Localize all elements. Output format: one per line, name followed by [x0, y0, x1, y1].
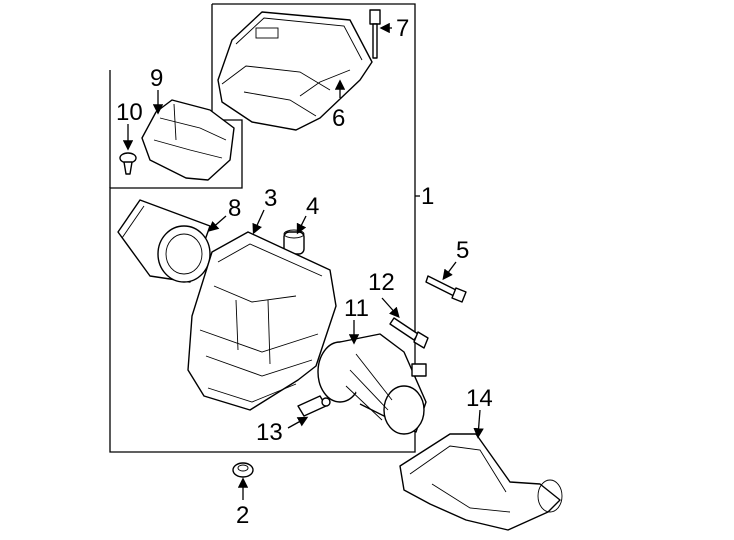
- air-filter-element: [117, 199, 211, 283]
- callout-7: 7: [396, 15, 409, 42]
- grommet-2: [232, 462, 254, 478]
- callout-2: 2: [236, 502, 249, 529]
- callout-14: 14: [466, 385, 493, 412]
- leader-lines: [122, 22, 484, 500]
- callout-labels: 1 2 3 4 5 6 7 8 9 10 11 12 13 14: [116, 15, 493, 529]
- resonator-duct-14: [399, 433, 563, 531]
- bolt-5: [425, 275, 467, 303]
- sensor-13: [297, 395, 331, 417]
- callout-1: 1: [421, 183, 434, 210]
- callout-6: 6: [332, 105, 345, 132]
- callout-4: 4: [306, 193, 319, 220]
- bolt-7: [369, 9, 381, 59]
- inlet-duct-bracket: [141, 99, 235, 181]
- callout-11: 11: [344, 295, 369, 322]
- air-cleaner-cover: [217, 11, 373, 131]
- callout-9: 9: [150, 65, 163, 92]
- bolt-12: [389, 317, 429, 349]
- callout-10: 10: [116, 99, 143, 126]
- callout-13: 13: [256, 419, 283, 446]
- intake-duct-11: [317, 333, 427, 435]
- push-pin-10: [119, 152, 137, 175]
- callout-8: 8: [228, 195, 241, 222]
- callout-3: 3: [264, 185, 277, 212]
- callout-12: 12: [368, 269, 395, 296]
- air-cleaner-housing: [187, 231, 337, 411]
- callout-5: 5: [456, 237, 469, 264]
